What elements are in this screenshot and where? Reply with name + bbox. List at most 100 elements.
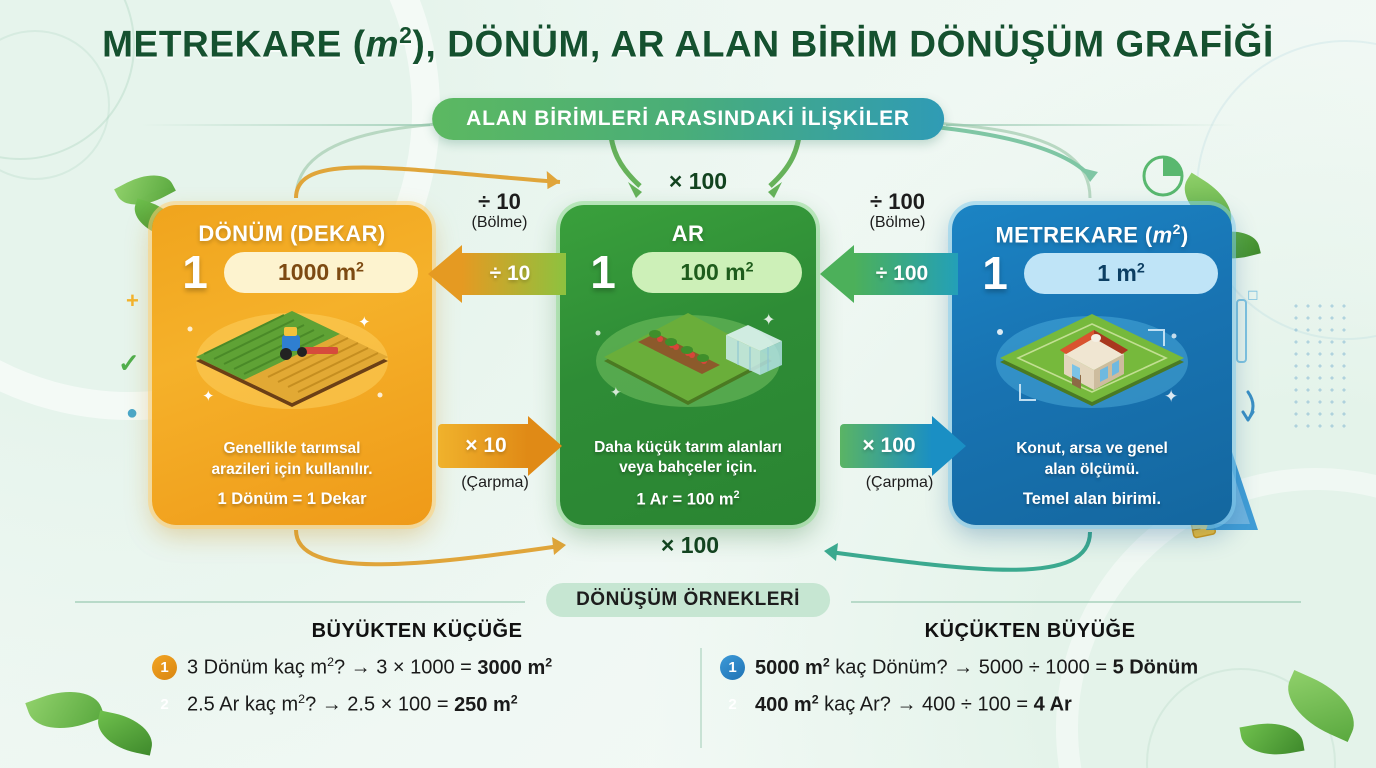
divide-100-label-big: ÷ 100 <box>870 189 925 214</box>
example-question-mid: kaç Ar? → 400 ÷ 100 = <box>818 693 1034 716</box>
card-metrekare-equivalent: 1 m2 <box>1024 252 1218 294</box>
example-question-pre: 2.5 Ar kaç m <box>187 693 299 716</box>
divide-10-label: ÷ 10 (Bölme) <box>437 189 562 232</box>
card-metrekare-value-row: 1 1 m2 <box>952 250 1232 296</box>
example-question-bold: 400 m2 <box>755 692 819 716</box>
card-ar[interactable]: AR 1 100 m2 <box>560 205 816 525</box>
multiply-10-label: (Çarpma) <box>461 474 529 491</box>
card-ar-number: 1 <box>590 246 616 298</box>
card-metrekare-title-pre: METREKARE ( <box>995 222 1153 248</box>
card-donum-desc-1: Genellikle tarımsal <box>223 440 361 458</box>
svg-text:✦: ✦ <box>358 314 371 331</box>
examples-left-heading: BÜYÜKTEN KÜÇÜĞE <box>311 620 523 642</box>
card-metrekare-title-post: ) <box>1180 222 1189 248</box>
curve-top-label: × 100 <box>668 168 728 194</box>
examples-right-heading: KÜÇÜKTEN BÜYÜĞE <box>924 620 1136 642</box>
divide-10-arrow: ÷ 10 <box>428 245 566 303</box>
card-metrekare-title-sup: 2 <box>1172 221 1181 237</box>
dot-grid-decoration <box>1290 300 1348 430</box>
examples-right-column: KÜÇÜKTEN BÜYÜĞE 1 5000 m2 kaç Dönüm? → 5… <box>720 620 1340 729</box>
card-metrekare-illustration: ✦ <box>952 300 1232 416</box>
check-decoration-icon: ✓ <box>118 348 140 378</box>
example-row: 2 400 m2 kaç Ar? → 400 ÷ 100 = 4 Ar <box>720 692 1340 717</box>
divide-10-label-big: ÷ 10 <box>478 189 521 214</box>
example-answer-text: 3000 m <box>477 656 546 679</box>
example-question-text: 5000 m <box>755 656 823 679</box>
svg-text:✦: ✦ <box>202 388 215 405</box>
card-donum-equivalent-sup: 2 <box>356 258 364 275</box>
divide-100-arrow: ÷ 100 <box>820 245 958 303</box>
svg-text:✦: ✦ <box>610 384 622 400</box>
example-question-sup: 2 <box>298 692 306 707</box>
example-badge: 1 <box>720 655 745 680</box>
example-question-post: ? → 2.5 × 100 = <box>305 693 455 716</box>
example-text: 400 m2 kaç Ar? → 400 ÷ 100 = 4 Ar <box>755 692 1072 717</box>
card-metrekare-equivalent-text: 1 m <box>1097 259 1137 286</box>
card-ar-illustration: ✦ ✦ <box>560 299 816 415</box>
divide-100-arrow-head <box>820 245 854 303</box>
example-question-sup: 2 <box>811 692 819 707</box>
plus-decoration-icon: + <box>126 288 139 313</box>
example-answer-sup: 2 <box>545 655 553 670</box>
card-ar-equivalent: 100 m2 <box>632 251 802 293</box>
card-donum-number: 1 <box>182 246 208 298</box>
divide-10-arrow-head <box>428 245 462 303</box>
page-title: METREKARE (m2), DÖNÜM, AR ALAN BİRİM DÖN… <box>0 22 1376 65</box>
card-metrekare-equation: Temel alan birimi. <box>1022 490 1162 509</box>
example-badge: 1 <box>152 655 177 680</box>
card-donum-equivalent: 1000 m2 <box>224 251 418 293</box>
card-donum-description: Genellikle tarımsal arazileri için kulla… <box>152 439 432 511</box>
example-question-post: ? → 3 × 1000 = <box>333 656 478 679</box>
divide-10-arrow-text: ÷ 10 <box>462 253 566 295</box>
example-question-pre: 3 Dönüm kaç m <box>187 656 328 679</box>
title-post: ), DÖNÜM, AR ALAN BİRİM DÖNÜŞÜM GRAFİĞİ <box>412 23 1274 65</box>
card-donum-illustration: ✦ ✦ <box>152 299 432 415</box>
svg-text:✦: ✦ <box>1164 387 1178 406</box>
title-sup: 2 <box>399 22 413 48</box>
card-donum-desc-2: arazileri için kullanılır. <box>211 460 373 478</box>
card-ar-title: AR <box>671 221 705 246</box>
dot-decoration-icon: ● <box>126 402 139 424</box>
card-ar-equivalent-text: 100 m <box>680 258 746 285</box>
section-banner-relationships: ALAN BİRİMLERİ ARASINDAKİ İLİŞKİLER <box>432 98 944 140</box>
card-donum[interactable]: DÖNÜM (DEKAR) 1 1000 m2 <box>152 205 432 525</box>
mid-rule-right <box>851 601 1301 603</box>
multiply-100-arrow-text: × 100 <box>840 424 932 468</box>
leaf-icon <box>93 710 157 756</box>
square-decoration-icon: ◻ <box>1247 286 1259 302</box>
example-answer: 5 Dönüm <box>1112 656 1199 679</box>
example-text: 5000 m2 kaç Dönüm? → 5000 ÷ 1000 = 5 Dön… <box>755 655 1198 680</box>
card-donum-title: DÖNÜM (DEKAR) <box>198 221 386 246</box>
example-question-bold: 5000 m2 <box>755 655 830 679</box>
divide-10-label-small: (Bölme) <box>471 214 528 232</box>
divide-100-label: ÷ 100 (Bölme) <box>830 189 965 232</box>
card-ar-desc-1: Daha küçük tarım alanları <box>594 438 782 456</box>
card-donum-value-row: 1 1000 m2 <box>152 249 432 295</box>
example-question-text: 400 m <box>755 693 812 716</box>
card-metrekare[interactable]: METREKARE (m2) 1 1 m2 <box>952 205 1232 525</box>
card-ar-desc-2: veya bahçeler için. <box>619 459 757 477</box>
multiply-100-label: (Çarpma) <box>865 474 934 491</box>
example-question-mid: kaç Dönüm? → 5000 ÷ 1000 = <box>829 656 1113 679</box>
example-answer: 250 m2 <box>454 692 518 716</box>
example-row: 1 5000 m2 kaç Dönüm? → 5000 ÷ 1000 = 5 D… <box>720 655 1340 680</box>
card-metrekare-equivalent-sup: 2 <box>1136 260 1145 277</box>
card-donum-equation: 1 Dönüm = 1 Dekar <box>217 490 367 509</box>
card-metrekare-number: 1 <box>982 247 1008 300</box>
multiply-10-arrow-text: × 10 <box>438 424 528 468</box>
card-donum-equivalent-text: 1000 m <box>278 258 357 285</box>
example-text: 3 Dönüm kaç m2? → 3 × 1000 = 3000 m2 <box>187 655 552 680</box>
card-metrekare-desc-1: Konut, arsa ve genel <box>1016 440 1168 458</box>
section-banner-examples: DÖNÜŞÜM ÖRNEKLERİ <box>546 583 830 617</box>
card-ar-description: Daha küçük tarım alanları veya bahçeler … <box>560 438 816 511</box>
multiply-100-arrow-head <box>932 416 966 476</box>
examples-divider <box>700 648 702 748</box>
banner-rule-left <box>140 124 430 126</box>
card-ar-equation: 1 Ar = 100 m2 <box>560 488 816 511</box>
divide-100-arrow-text: ÷ 100 <box>854 253 958 295</box>
title-m: m <box>365 23 400 65</box>
divide-100-label-small: (Bölme) <box>869 214 926 232</box>
title-pre: METREKARE ( <box>102 23 366 65</box>
leaf-icon <box>25 679 105 741</box>
multiply-100-arrow: × 100 <box>840 416 966 476</box>
